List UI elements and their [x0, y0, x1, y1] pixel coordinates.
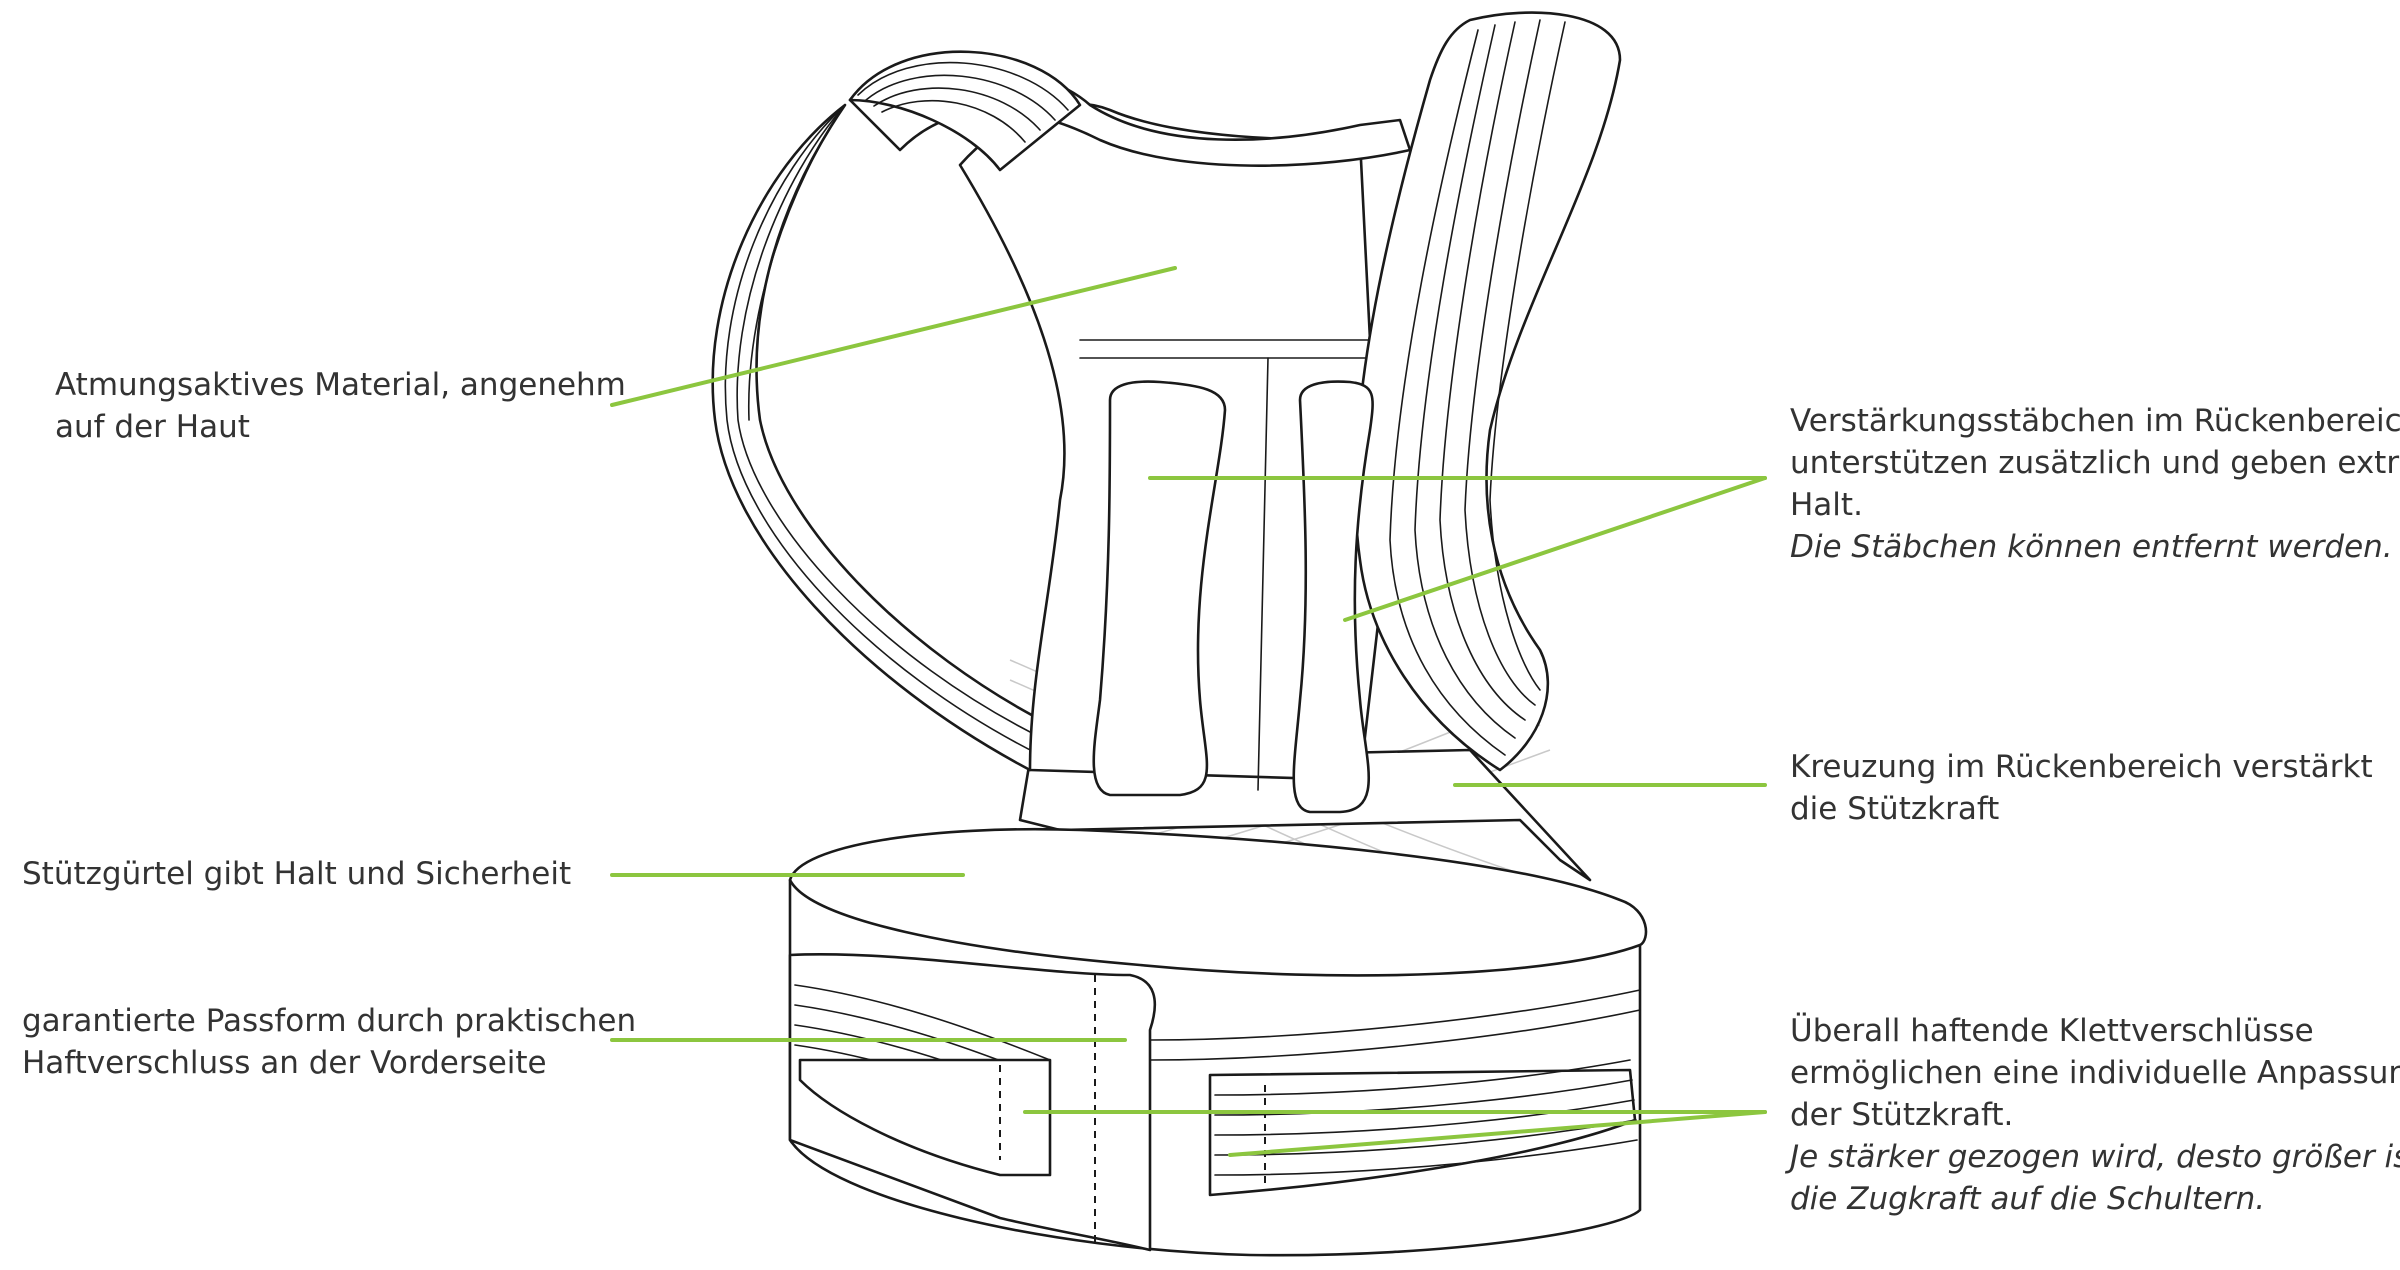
label-stays-note: Die Stäbchen können entfernt werden. [1790, 529, 2393, 565]
panel-center-seam [1257, 357, 1269, 791]
label-breathable-line-1: Atmungsaktives Material, angenehm [55, 367, 626, 403]
label-crossing: Kreuzung im Rückenbereich verstärkt die … [1790, 746, 2373, 830]
label-velcro-note-line-1: Je stärker gezogen wird, desto größer is… [1790, 1139, 2400, 1175]
label-fit-line-1: garantierte Passform durch praktischen [22, 1003, 637, 1039]
label-velcro: Überall haftende Klettverschlüsse ermögl… [1790, 1010, 2400, 1220]
label-breathable-line-2: auf der Haut [55, 409, 250, 445]
label-fit-line-2: Haftverschluss an der Vorderseite [22, 1045, 547, 1081]
leader-stays-bottom [1343, 476, 1767, 622]
right-shoulder-strap [1354, 11, 1622, 772]
label-stays: Verstärkungsstäbchen im Rückenbereich un… [1790, 400, 2400, 568]
label-velcro-line-2: ermöglichen eine individuelle Anpassung [1790, 1055, 2400, 1091]
stay-left [1092, 380, 1227, 797]
label-crossing-line-1: Kreuzung im Rückenbereich verstärkt [1790, 749, 2373, 785]
label-velcro-note-line-2: die Zugkraft auf die Schultern. [1790, 1181, 2266, 1217]
label-velcro-line-1: Überall haftende Klettverschlüsse [1790, 1013, 2314, 1049]
label-belt: Stützgürtel gibt Halt und Sicherheit [22, 853, 571, 895]
leader-breathable [610, 266, 1177, 407]
stay-right [1292, 380, 1374, 814]
label-velcro-line-3: der Stützkraft. [1790, 1097, 2014, 1133]
label-crossing-line-2: die Stützkraft [1790, 791, 2000, 827]
label-breathable: Atmungsaktives Material, angenehm auf de… [55, 364, 626, 448]
leader-velcro-bottom [1228, 1110, 1767, 1157]
label-stays-line-2: unterstützen zusätzlich und geben extra [1790, 445, 2400, 481]
label-belt-line-1: Stützgürtel gibt Halt und Sicherheit [22, 856, 572, 892]
support-belt [788, 827, 1648, 1257]
label-fit: garantierte Passform durch praktischen H… [22, 1000, 636, 1084]
label-stays-line-3: Halt. [1790, 487, 1863, 523]
left-strap-top-bands [848, 50, 1082, 172]
label-stays-line-1: Verstärkungsstäbchen im Rückenbereich [1790, 403, 2400, 439]
